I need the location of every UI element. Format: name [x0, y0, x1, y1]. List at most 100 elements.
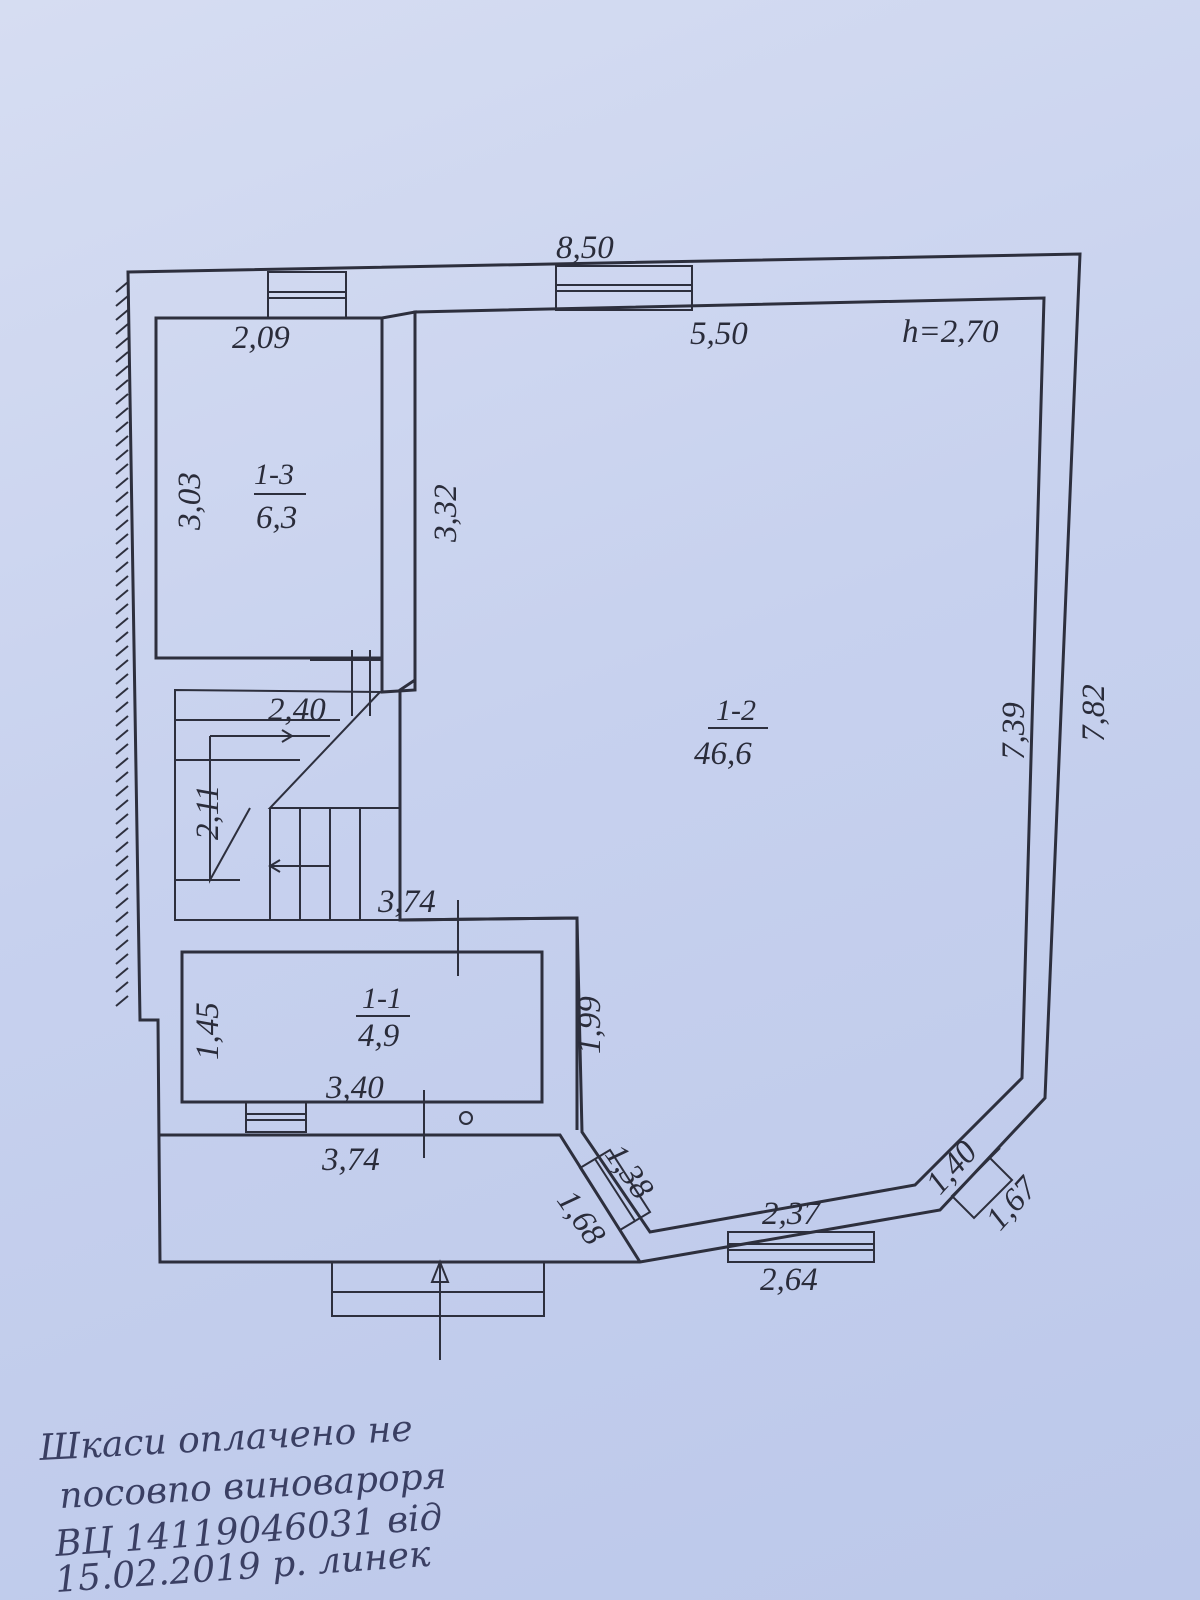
dim-corridor-height: 3,32 [428, 484, 464, 543]
dim-stair-depth: 2,11 [190, 785, 226, 840]
dim-bottom-left: 3,74 [321, 1142, 380, 1178]
hatch-mark [115, 323, 129, 335]
hatch-mark [115, 659, 129, 671]
hatch-mark [115, 463, 129, 475]
svg-text:46,6: 46,6 [694, 736, 752, 772]
room-1-1-outline [180, 950, 544, 1104]
svg-text:1-3: 1-3 [254, 458, 294, 491]
hatch-mark [115, 337, 129, 349]
hatch-mark [115, 813, 129, 825]
dim-room11-height: 1,45 [190, 1002, 226, 1060]
hatch-mark [115, 925, 129, 937]
window-top-center [555, 265, 693, 311]
hatch-mark [115, 547, 129, 559]
hatch-mark [115, 505, 129, 517]
hatch-mark [115, 491, 129, 503]
wall-hatching [115, 281, 129, 1007]
hatch-mark [115, 589, 129, 601]
ceiling-height: h=2,70 [902, 314, 999, 350]
hatch-mark [115, 911, 129, 923]
hatch-mark [115, 995, 129, 1007]
hatch-mark [115, 841, 129, 853]
dim-mid-width: 3,74 [377, 884, 436, 920]
svg-text:1-1: 1-1 [362, 982, 402, 1015]
hatch-mark [115, 603, 129, 615]
hatch-mark [115, 631, 129, 643]
hatch-mark [115, 407, 129, 419]
hatch-mark [115, 477, 129, 489]
hatch-mark [115, 421, 129, 433]
dim-overall-width: 8,50 [556, 230, 614, 266]
hatch-mark [115, 379, 129, 391]
hatch-mark [115, 281, 129, 293]
hatch-mark [115, 729, 129, 741]
hatch-mark [115, 743, 129, 755]
hatch-mark [115, 827, 129, 839]
window-diagonal-left [578, 1148, 652, 1232]
hatch-mark [115, 687, 129, 699]
hatch-mark [115, 757, 129, 769]
dim-diag-right-inner: 1,40 [919, 1134, 985, 1201]
door-marker [459, 1111, 473, 1125]
dim-right-outer: 7,82 [1076, 684, 1112, 742]
hatch-mark [115, 365, 129, 377]
svg-text:6,3: 6,3 [256, 500, 297, 536]
hatch-mark [115, 785, 129, 797]
hatch-mark [115, 701, 129, 713]
hatch-mark [115, 351, 129, 363]
dim-room13-width: 2,09 [232, 320, 290, 356]
svg-text:4,9: 4,9 [358, 1018, 399, 1054]
hatch-mark [115, 435, 129, 447]
dim-room11-width: 3,40 [325, 1070, 384, 1106]
hatch-mark [115, 309, 129, 321]
dim-room11-right: 1,99 [572, 996, 608, 1054]
hatch-mark [115, 575, 129, 587]
room-label-1-2: 1-2 46,6 [694, 694, 768, 772]
window-top-left [267, 271, 347, 319]
staircase [174, 650, 401, 921]
corridor-partition [380, 310, 417, 694]
hatch-mark [115, 533, 129, 545]
inner-wall-main-room [398, 296, 1046, 1234]
hatch-mark [115, 771, 129, 783]
room-label-1-3: 1-3 6,3 [254, 458, 306, 536]
outer-wall [126, 252, 1082, 1264]
hatch-mark [115, 715, 129, 727]
svg-text:1-2: 1-2 [716, 694, 756, 727]
dim-bottom-outer: 2,64 [760, 1262, 818, 1298]
dim-right-inner: 7,39 [996, 702, 1032, 760]
hatch-mark [115, 645, 129, 657]
hatch-mark [115, 617, 129, 629]
hatch-mark [115, 519, 129, 531]
handwritten-note: Шкаси оплачено не посовпо виновароря ВЦ … [37, 1408, 447, 1600]
dim-diag-left-outer: 1,68 [549, 1184, 612, 1252]
hatch-mark [115, 939, 129, 951]
dim-diag-left-inner: 1,38 [597, 1138, 660, 1206]
lower-band [399, 916, 579, 1130]
window-bottom [727, 1231, 875, 1263]
dim-room13-height: 3,03 [172, 472, 208, 531]
hatch-mark [115, 673, 129, 685]
hatch-mark [115, 981, 129, 993]
hatch-mark [115, 967, 129, 979]
hatch-mark [115, 953, 129, 965]
hatch-mark [115, 561, 129, 573]
hatch-mark [115, 449, 129, 461]
window-room-1-1 [245, 1101, 307, 1133]
entrance-steps [331, 1259, 545, 1360]
dim-bottom-inner: 2,37 [762, 1196, 821, 1232]
dim-stair-width: 2,40 [268, 692, 326, 728]
hatch-mark [115, 393, 129, 405]
hatch-mark [115, 855, 129, 867]
hatch-mark [115, 883, 129, 895]
hatch-mark [115, 799, 129, 811]
dim-top-inner: 5,50 [690, 316, 748, 352]
hatch-mark [115, 897, 129, 909]
hatch-mark [115, 869, 129, 881]
dim-diag-right-outer: 1,67 [979, 1169, 1045, 1237]
room-label-1-1: 1-1 4,9 [356, 982, 410, 1054]
window-diagonal-right [950, 1147, 1014, 1220]
hatch-mark [115, 295, 129, 307]
